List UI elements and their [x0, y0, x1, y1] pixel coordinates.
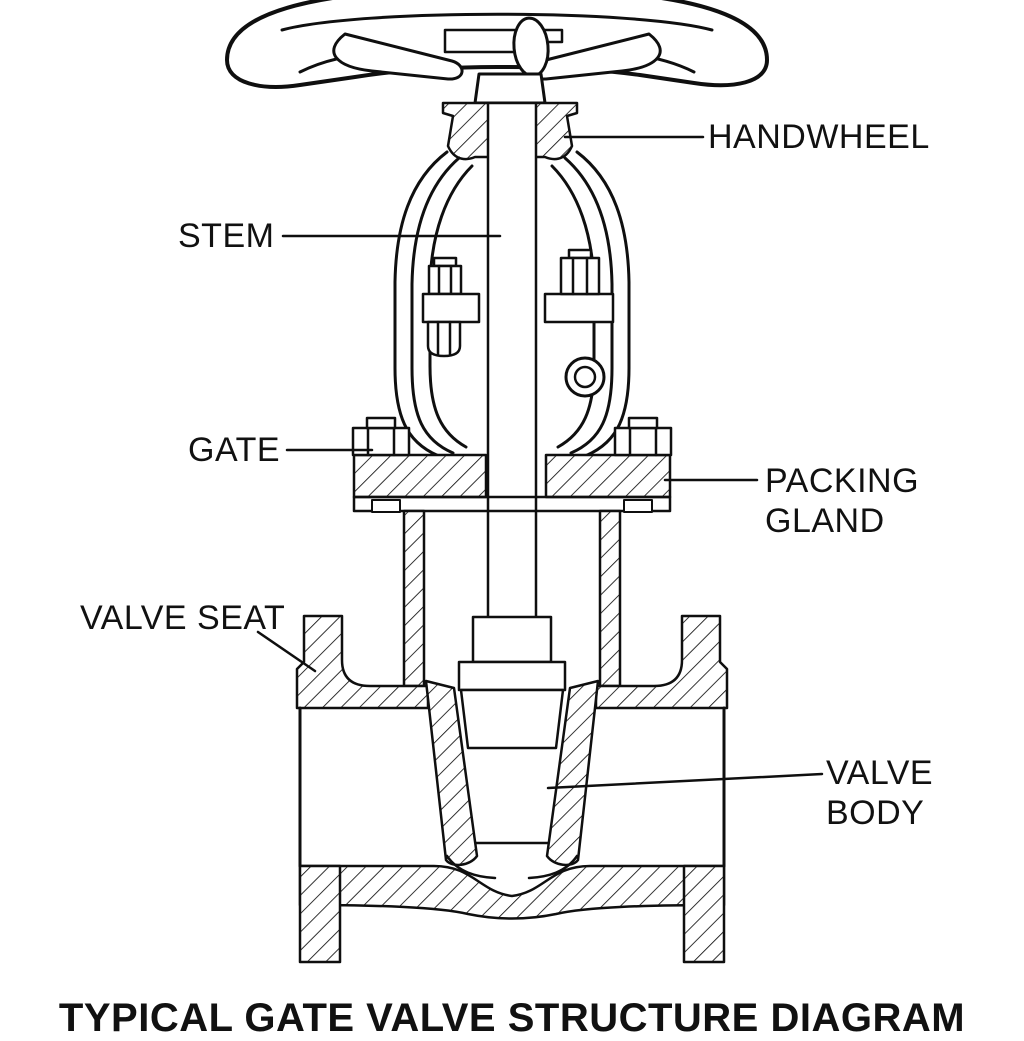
leader-lines — [256, 135, 824, 790]
stem-label: STEM — [178, 217, 275, 255]
body-bottom-wall — [298, 864, 726, 920]
gate-drawing — [457, 615, 567, 845]
valve-seat-leader-line — [256, 630, 317, 673]
gate-label: GATE — [188, 431, 281, 469]
diagram-title: TYPICAL GATE VALVE STRUCTURE DIAGRAM — [58, 996, 966, 1040]
handwheel-hub — [473, 72, 547, 105]
valve-body-drawing — [298, 706, 726, 964]
body-foot-right — [682, 864, 726, 964]
bonnet-bolt-right — [613, 426, 673, 457]
valve-body-label: VALVE BODY — [826, 754, 944, 832]
bonnet-flange-drawing — [351, 416, 673, 513]
pipe-flange-drawing — [295, 614, 729, 710]
handwheel-label: HANDWHEEL — [708, 118, 930, 156]
handwheel-spoke-left — [332, 32, 464, 81]
valve-seat-label: VALVE SEAT — [80, 599, 286, 637]
valve-seat-drawing — [424, 679, 600, 880]
valve-body-leader-line — [546, 772, 824, 790]
stem-drawing — [486, 101, 538, 621]
handwheel-rim-inner-edge — [280, 12, 714, 32]
packing-gland-drawing — [421, 248, 615, 398]
body-foot-left — [298, 864, 342, 964]
body-neck-drawing — [402, 509, 622, 688]
packing-gland-label: PACKING GLAND — [765, 462, 929, 540]
